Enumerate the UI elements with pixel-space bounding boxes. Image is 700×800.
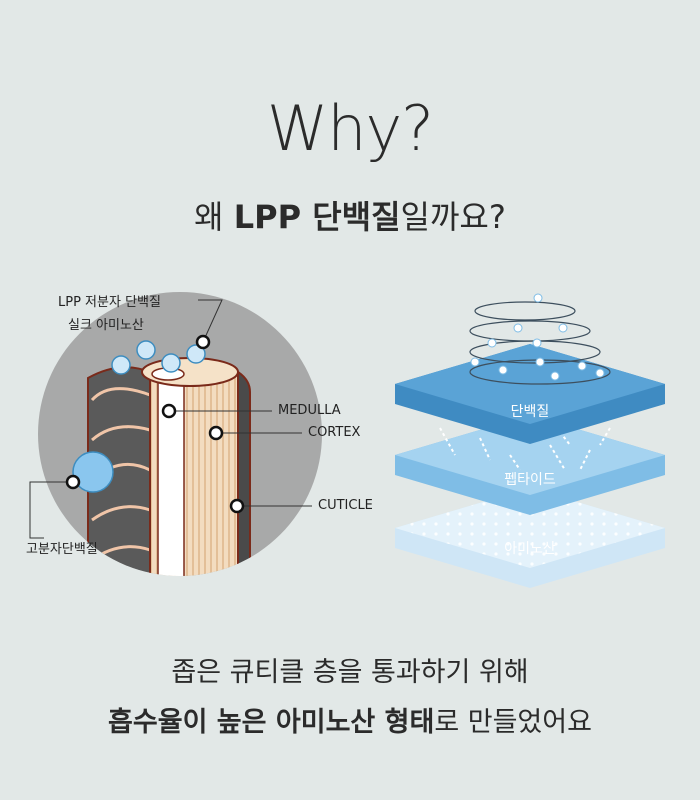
amino-acid-bubble [161, 353, 181, 373]
subtitle-bold: LPP 단백질 [233, 198, 401, 236]
protein-layer: 단백질 [395, 344, 665, 444]
marker-lpp [195, 334, 211, 350]
marker-medulla [161, 403, 177, 419]
macro-protein-bubble [72, 451, 114, 493]
label-lpp-line1: LPP 저분자 단백질 [58, 295, 161, 310]
hair-structure-illustration: 아미노산 펩타이드 단백질 [29, 292, 665, 588]
layer-label-amino: 아미노산 [504, 541, 556, 557]
layer-label-peptide: 펩타이드 [504, 472, 556, 488]
amino-acid-layer: 아미노산 [395, 488, 665, 588]
label-lpp-line2: 실크 아미노산 [68, 318, 144, 333]
bottom-text-rest: 로 만들었어요 [434, 707, 592, 738]
label-cuticle: CUTICLE [318, 498, 373, 513]
amino-acid-bubble [136, 340, 156, 360]
amino-acid-bubble [186, 344, 206, 364]
bottom-text-bold: 흡수율이 높은 아미노산 형태 [108, 707, 435, 738]
subtitle-suffix: 일까요? [400, 198, 506, 236]
subtitle: 왜 LPP 단백질일까요? [0, 192, 700, 238]
bottom-text-line1: 좁은 큐티클 층을 통과하기 위해 [171, 657, 529, 688]
label-macro-protein: 고분자단백질 [26, 542, 98, 557]
bottom-text-line2: 흡수율이 높은 아미노산 형태로 만들었어요 [0, 700, 700, 739]
marker-cortex [208, 425, 224, 441]
label-cortex: CORTEX [308, 425, 361, 440]
amino-acid-bubble [111, 355, 131, 375]
layer-label-protein: 단백질 [511, 404, 550, 420]
marker-macro [65, 474, 81, 490]
why-heading: Why? [266, 92, 434, 165]
peptide-layer: 펩타이드 [395, 415, 665, 515]
subtitle-prefix: 왜 [194, 198, 234, 236]
label-medulla: MEDULLA [278, 403, 341, 418]
marker-cuticle [229, 498, 245, 514]
